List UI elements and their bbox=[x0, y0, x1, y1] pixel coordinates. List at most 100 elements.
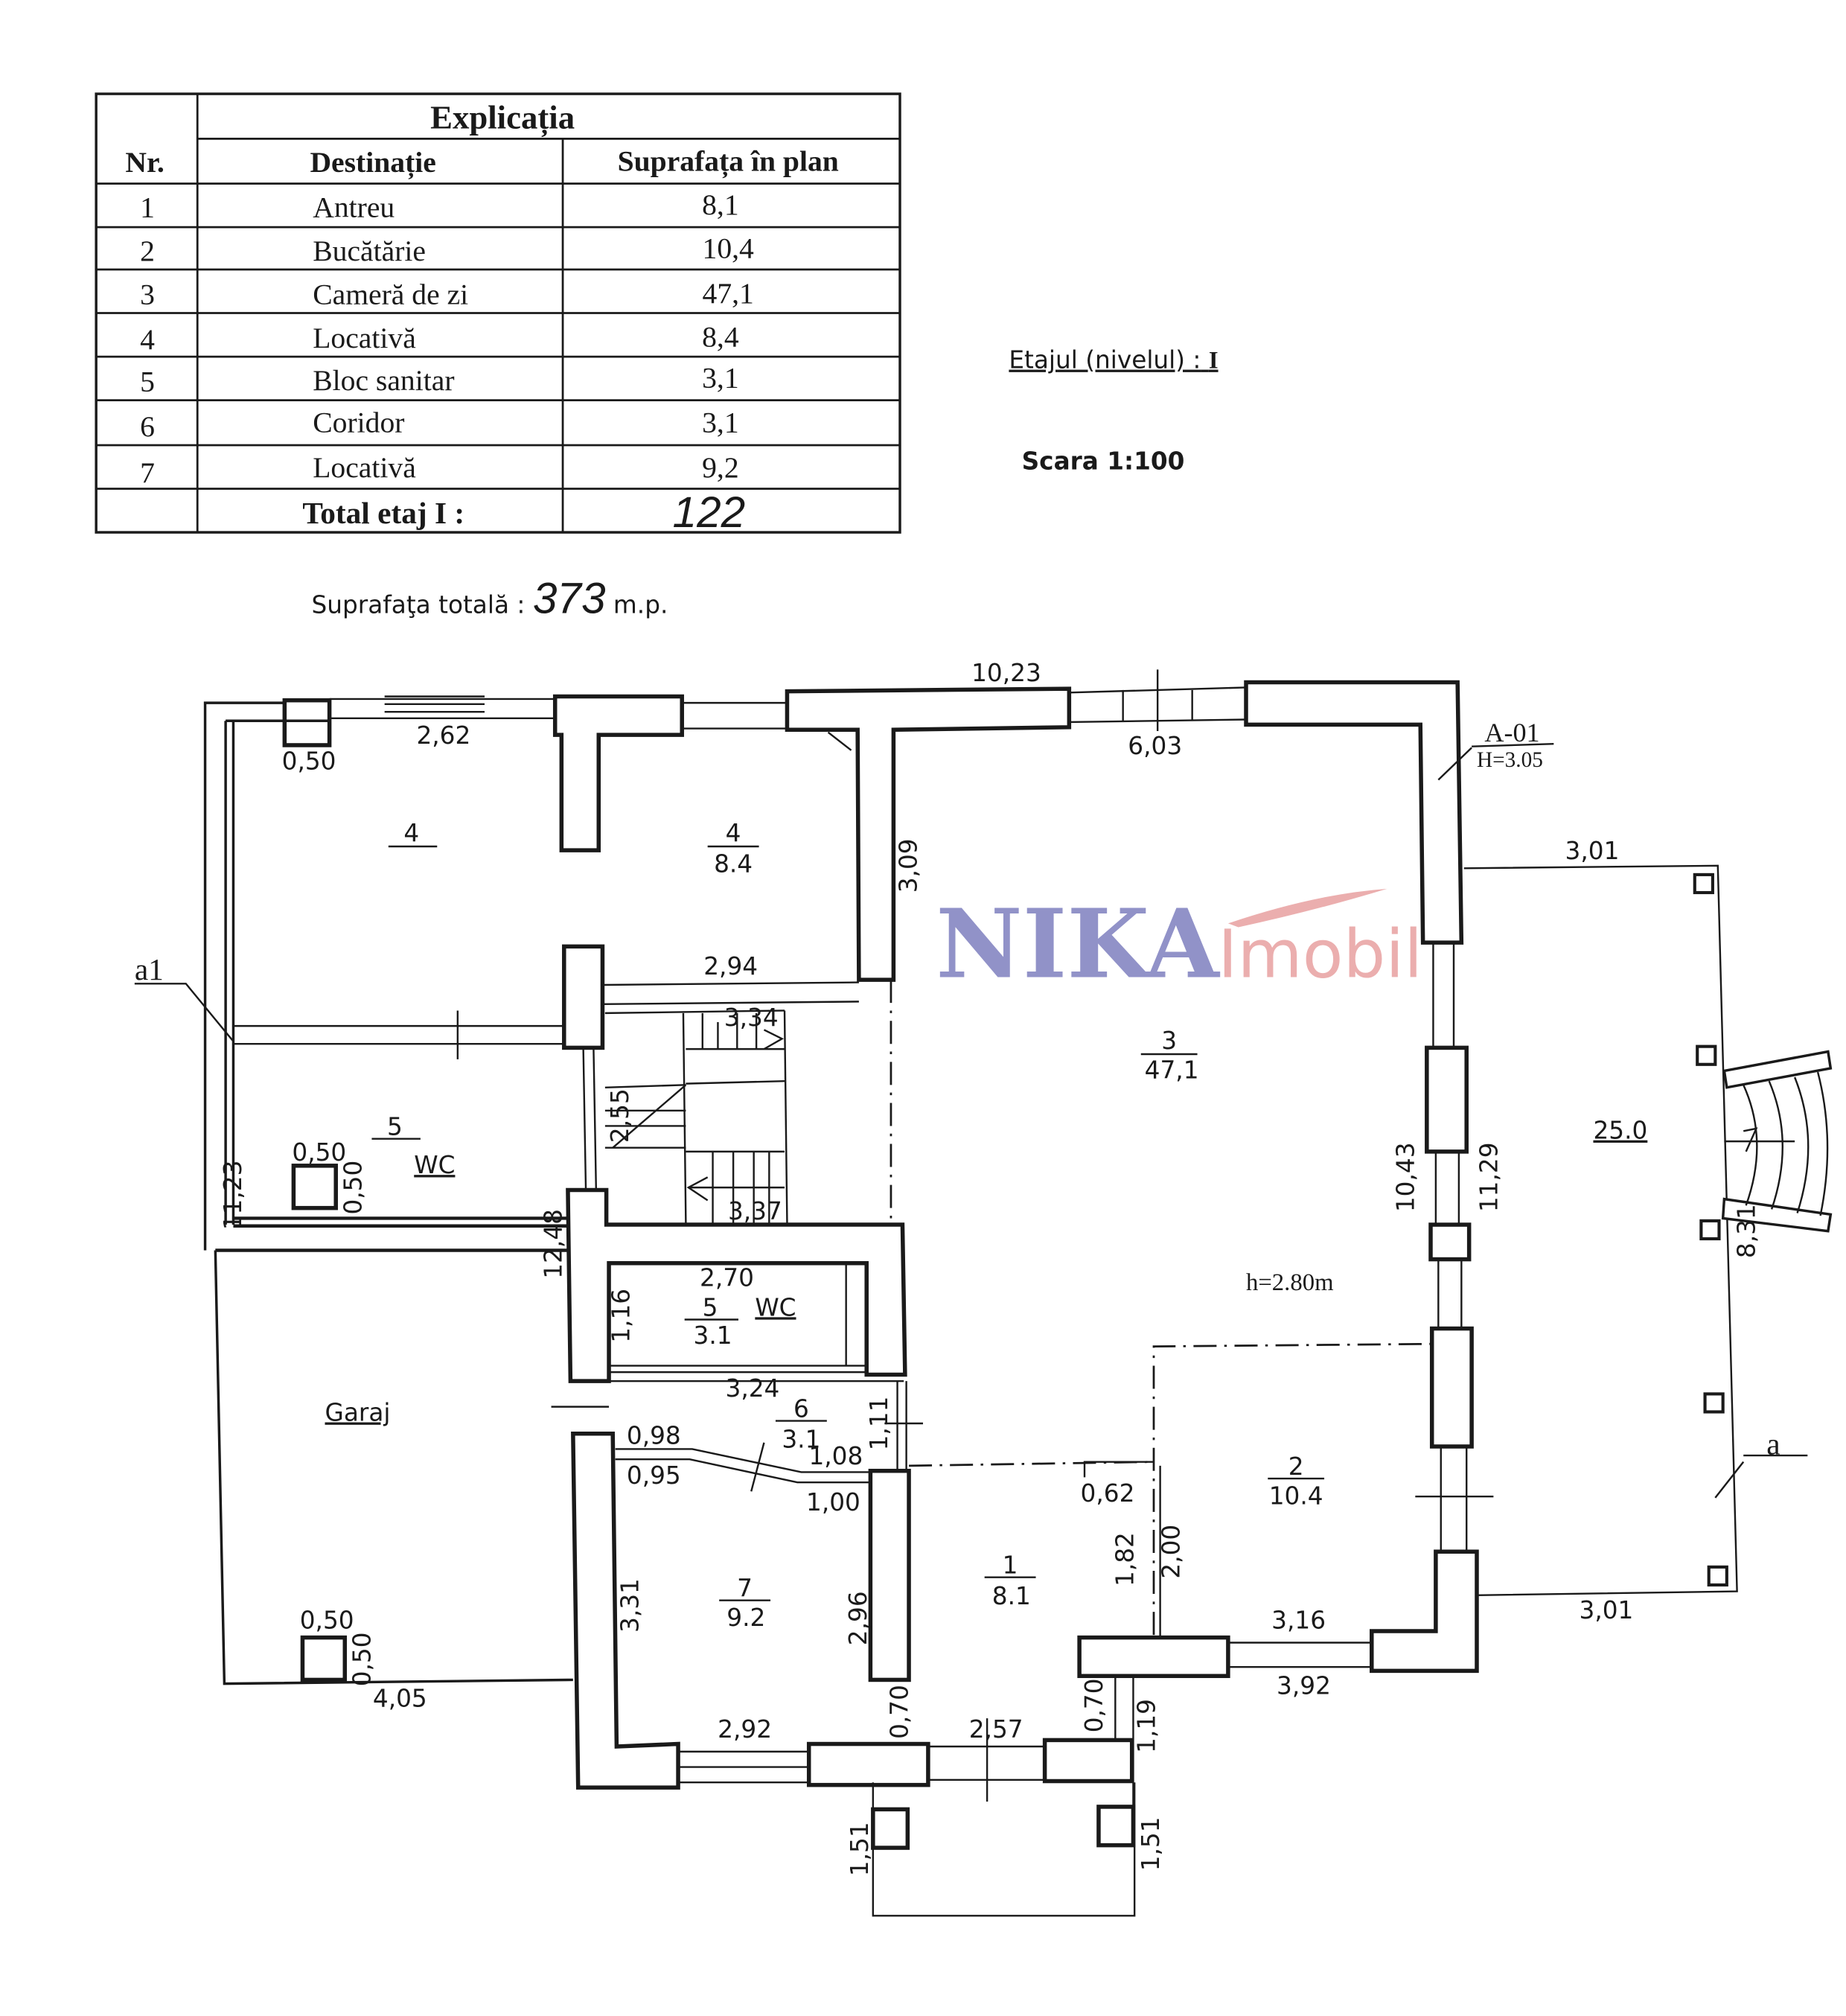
dimension: 2,55 bbox=[606, 1088, 634, 1143]
room-4-left: 4 bbox=[388, 819, 438, 848]
room-number: 5 bbox=[703, 1293, 718, 1321]
room-number: 6 bbox=[793, 1394, 809, 1423]
dimension: 0,50 bbox=[282, 747, 336, 776]
dimension: 1,51 bbox=[1137, 1816, 1165, 1871]
column bbox=[282, 698, 332, 747]
dimension: 10,23 bbox=[971, 659, 1041, 687]
header-destination: Destinație bbox=[310, 146, 435, 179]
row-area: 10,4 bbox=[703, 232, 755, 265]
table-row: 5 Bloc sanitar 3,1 bbox=[140, 361, 738, 398]
room-7: 79.2 bbox=[719, 1575, 771, 1632]
dimension: 3,01 bbox=[1565, 837, 1620, 865]
row-destination: Coridor bbox=[313, 406, 404, 439]
room-label: WC bbox=[414, 1151, 455, 1179]
dimension: 2,96 bbox=[844, 1591, 872, 1645]
room-area: 47,1 bbox=[1145, 1056, 1199, 1085]
header-nr: Nr. bbox=[125, 146, 164, 179]
dimension-labels: 10,23 2,62 0,50 6,03 3,09 A-01 H=3.05 3,… bbox=[135, 659, 1780, 1876]
dimension: 11,29 bbox=[1475, 1142, 1504, 1212]
section-label: A-01 bbox=[1484, 718, 1539, 747]
room-area: 9.2 bbox=[726, 1604, 765, 1632]
terrace-area: 25.0 bbox=[1593, 1117, 1647, 1145]
dimension: 2,94 bbox=[703, 952, 758, 980]
room-labels: 4 48.4 347,1 5WC 53.1WC 63.1 79.2 18.1 2… bbox=[325, 819, 1647, 1632]
room-number: 7 bbox=[737, 1575, 753, 1603]
dimension: 0,62 bbox=[1081, 1479, 1135, 1508]
dimension: 3,92 bbox=[1277, 1671, 1331, 1700]
table-row: 6 Coridor 3,1 bbox=[140, 406, 738, 443]
room-6: 63.1 bbox=[775, 1394, 827, 1454]
dimension: 0,95 bbox=[627, 1461, 681, 1490]
row-destination: Locativă bbox=[313, 322, 416, 354]
total-area-unit: m.p. bbox=[613, 591, 668, 619]
dimension: 2,62 bbox=[416, 721, 470, 750]
room-area: 10.4 bbox=[1269, 1481, 1323, 1510]
dimension: 0,50 bbox=[292, 1138, 346, 1167]
row-nr: 6 bbox=[140, 410, 155, 443]
room-number: 3 bbox=[1161, 1027, 1177, 1055]
watermark-suffix: Imobil bbox=[1218, 916, 1422, 994]
row-nr: 2 bbox=[140, 235, 155, 267]
total-area-label: Suprafaţa totală : bbox=[312, 591, 526, 619]
row-nr: 5 bbox=[140, 366, 155, 398]
dimension: 2,92 bbox=[718, 1715, 772, 1744]
dimension: 1,82 bbox=[1111, 1532, 1139, 1586]
dimension: 3,34 bbox=[724, 1004, 779, 1032]
dimension: 3,31 bbox=[616, 1578, 645, 1633]
row-nr: 7 bbox=[140, 456, 155, 489]
total-area-value: 373 bbox=[533, 575, 606, 623]
watermark-swoosh bbox=[1227, 888, 1387, 928]
header-area: Suprafața în plan bbox=[618, 144, 839, 178]
dimension: 11,23 bbox=[219, 1161, 247, 1231]
dimension: 0,50 bbox=[300, 1607, 354, 1635]
row-destination: Locativă bbox=[313, 451, 416, 484]
explanation-table: Explicația Nr. Destinație Suprafața în p… bbox=[95, 92, 901, 537]
room-number: 1 bbox=[1003, 1551, 1018, 1580]
room-area: 3.1 bbox=[694, 1321, 732, 1350]
svg-text:Suprafaţa totală : 373 m.p.: Suprafaţa totală : 373 m.p. bbox=[312, 575, 668, 623]
dimension: 1,00 bbox=[806, 1488, 860, 1516]
dimension: 1,19 bbox=[1133, 1699, 1161, 1753]
room-label: WC bbox=[755, 1293, 796, 1321]
room-5: 53.1 WC bbox=[684, 1293, 796, 1350]
row-area: 47,1 bbox=[703, 277, 754, 310]
floor-label-text: Etajul (nivelul) : bbox=[1009, 346, 1201, 374]
plan-walls bbox=[134, 669, 1833, 1917]
dimension: 1,08 bbox=[808, 1442, 863, 1470]
dimension: 1,11 bbox=[865, 1397, 893, 1451]
room-1: 18.1 bbox=[984, 1551, 1036, 1610]
scale-label: Scara 1:100 bbox=[1022, 447, 1185, 476]
dimension: 12,48 bbox=[539, 1209, 567, 1279]
table-row: 3 Cameră de zi 47,1 bbox=[140, 277, 754, 311]
row-area: 3,1 bbox=[702, 406, 739, 439]
exterior-stairs bbox=[1714, 1050, 1833, 1499]
table-row: 2 Bucătărie 10,4 bbox=[140, 232, 754, 267]
row-nr: 3 bbox=[140, 278, 155, 311]
dimension: 6,03 bbox=[1128, 732, 1182, 760]
dimension: 8,31 bbox=[1733, 1204, 1761, 1258]
row-destination: Antreu bbox=[313, 191, 395, 223]
dimension: 2,00 bbox=[1157, 1525, 1185, 1579]
table-title: Explicația bbox=[430, 99, 575, 137]
room-number: 2 bbox=[1288, 1452, 1304, 1481]
dimension: 4,05 bbox=[373, 1685, 427, 1713]
dimension: 2,70 bbox=[700, 1264, 754, 1292]
floor-value: I bbox=[1209, 348, 1219, 374]
row-destination: Bucătărie bbox=[313, 235, 426, 267]
dimension: 10,43 bbox=[1392, 1142, 1420, 1212]
room-number: 5 bbox=[387, 1112, 403, 1141]
room-area: 8.1 bbox=[992, 1582, 1031, 1610]
dimension: 3,16 bbox=[1271, 1607, 1326, 1635]
row-area: 3,1 bbox=[702, 361, 739, 394]
room-4: 48.4 bbox=[707, 819, 759, 878]
row-nr: 4 bbox=[140, 323, 155, 356]
room-5-left: 5WC bbox=[371, 1112, 455, 1179]
room-area: 3.1 bbox=[782, 1426, 820, 1454]
room-3: 347,1 bbox=[1140, 1027, 1199, 1085]
dimension: 3,37 bbox=[728, 1197, 782, 1225]
row-area: 8,4 bbox=[702, 320, 739, 353]
section-marker-a1: a1 bbox=[135, 952, 164, 986]
room-number: 4 bbox=[403, 819, 419, 847]
row-nr: 1 bbox=[140, 191, 155, 223]
